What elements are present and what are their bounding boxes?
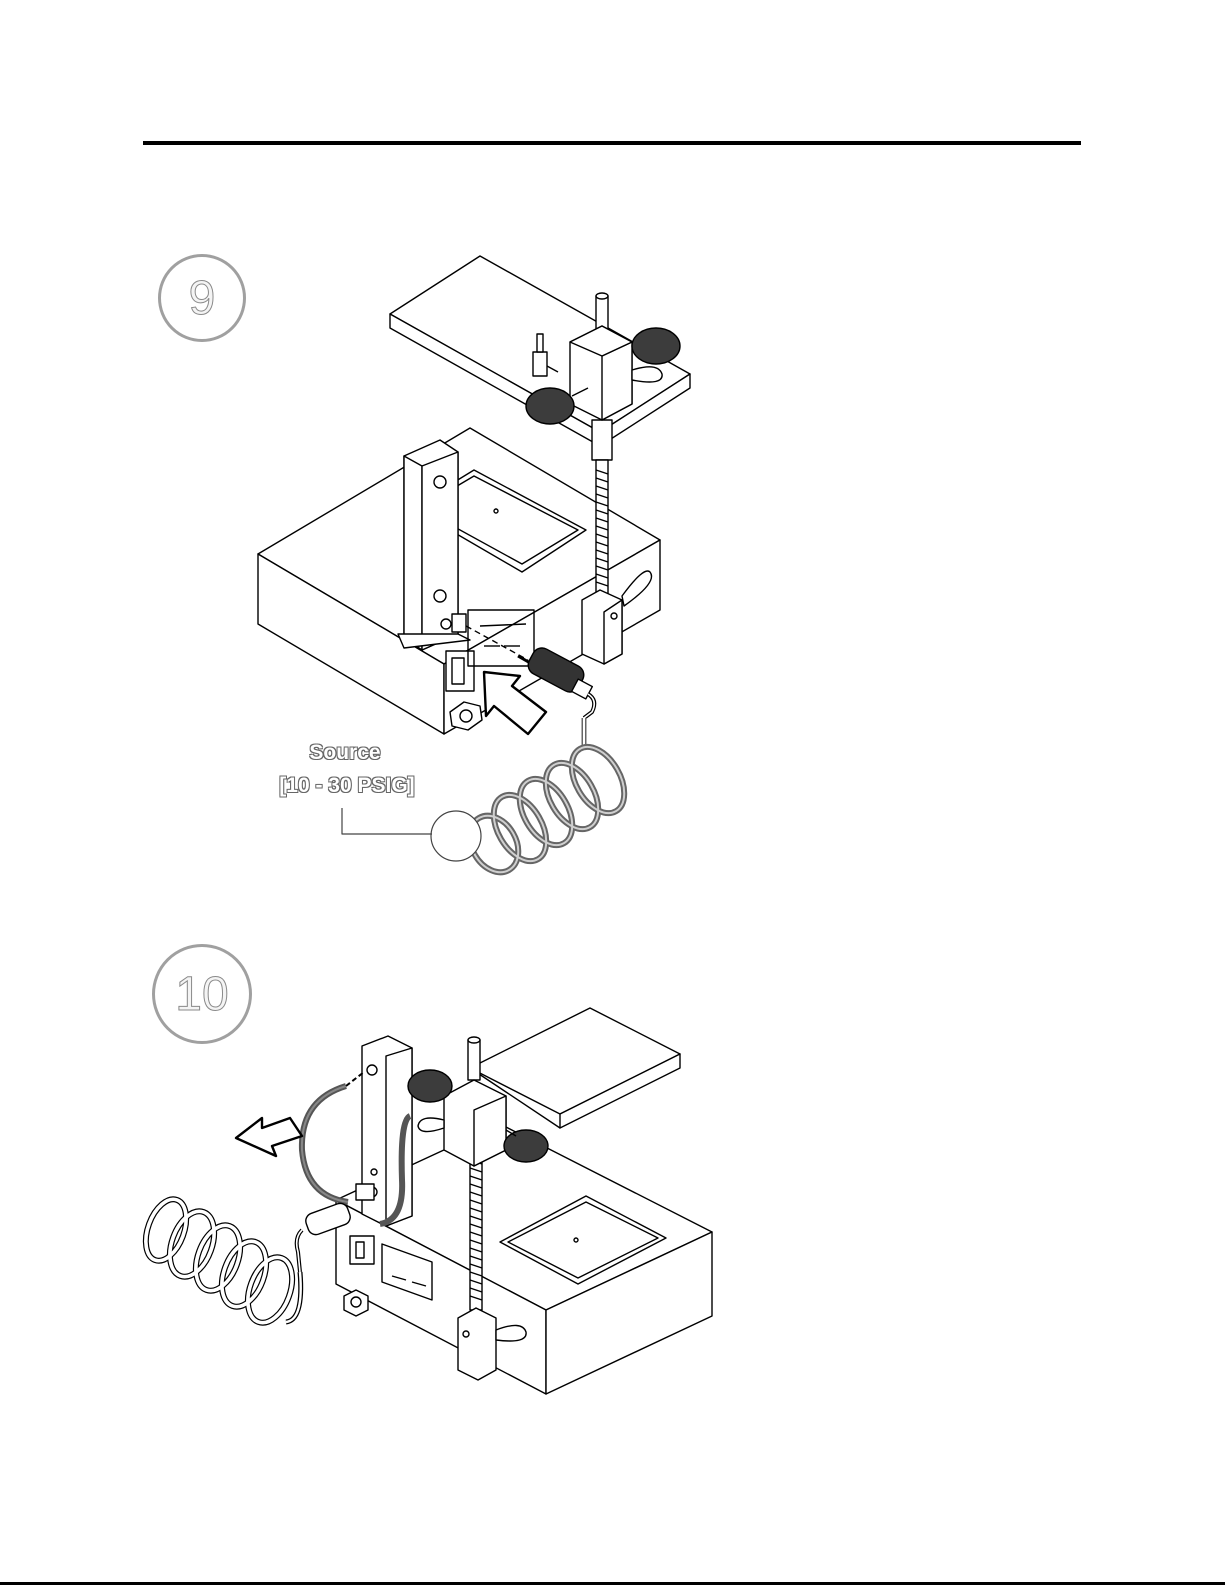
fig9-coiled-hose [431,718,635,881]
figure-10 [138,1008,712,1394]
fig9-knob-left [526,388,574,424]
fig9-knob-right [632,328,680,364]
fig9-leader-line [342,808,432,834]
fig10-push-arrow [236,1118,302,1156]
fig10-knob-right [504,1130,548,1162]
fig10-coiled-hose [138,1194,301,1329]
fig10-knob-left [408,1070,452,1102]
source-label: Source [290,741,400,765]
fig9-source-callout-circle [431,811,481,861]
source-pressure-label: [10 - 30 PSIG] [262,774,432,798]
